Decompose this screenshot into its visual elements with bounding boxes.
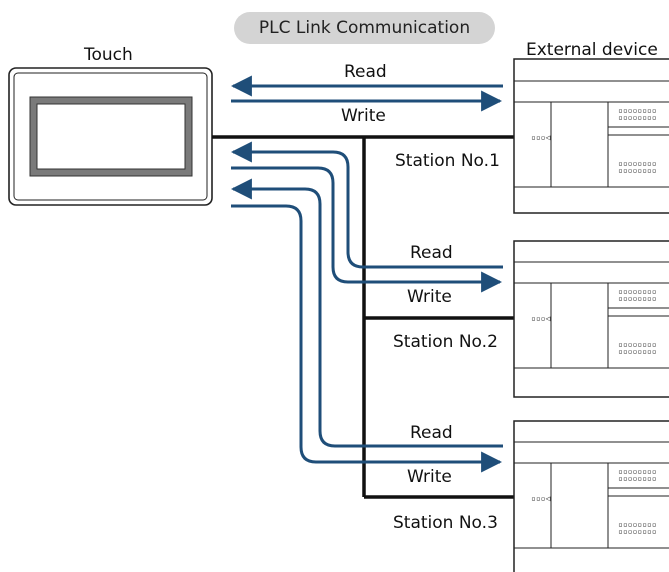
touch-panel (8, 67, 213, 206)
external-device-2: ▫▫▫◁ ▫▫▫▫▫▫▫▫ ▫▫▫▫▫▫▫▫ ▫▫▫▫▫▫▫▫ ▫▫▫▫▫▫▫▫ (513, 240, 669, 398)
svg-text:▫▫▫▫▫▫▫▫: ▫▫▫▫▫▫▫▫ (618, 113, 657, 122)
station-label-2: Station No.2 (393, 332, 498, 352)
write-arrow-3 (231, 204, 503, 473)
station-label-1: Station No.1 (395, 151, 500, 171)
read-label-2: Read (410, 243, 453, 263)
network-bus (212, 135, 515, 499)
svg-text:▫▫▫▫▫▫▫▫: ▫▫▫▫▫▫▫▫ (618, 347, 657, 356)
read-arrow-3 (230, 178, 503, 448)
svg-text:▫▫▫▫▫▫▫▫: ▫▫▫▫▫▫▫▫ (618, 340, 657, 349)
external-device-3: ▫▫▫◁ ▫▫▫▫▫▫▫▫ ▫▫▫▫▫▫▫▫ ▫▫▫▫▫▫▫▫ ▫▫▫▫▫▫▫▫ (513, 420, 669, 572)
diagram-title: PLC Link Communication (258, 18, 471, 38)
external-device-label: External device (526, 40, 658, 60)
svg-text:▫▫▫▫▫▫▫▫: ▫▫▫▫▫▫▫▫ (618, 520, 657, 529)
station-label-3: Station No.3 (393, 513, 498, 533)
svg-text:▫▫▫▫▫▫▫▫: ▫▫▫▫▫▫▫▫ (618, 287, 657, 296)
svg-text:▫▫▫▫▫▫▫▫: ▫▫▫▫▫▫▫▫ (618, 467, 657, 476)
svg-text:▫▫▫▫▫▫▫▫: ▫▫▫▫▫▫▫▫ (618, 294, 657, 303)
write-arrow-2 (231, 166, 503, 293)
svg-text:▫▫▫▫▫▫▫▫: ▫▫▫▫▫▫▫▫ (618, 166, 657, 175)
write-label-1: Write (341, 106, 386, 126)
svg-text:▫▫▫▫▫▫▫▫: ▫▫▫▫▫▫▫▫ (618, 474, 657, 483)
read-arrow-2 (230, 141, 503, 269)
read-label-3: Read (410, 423, 453, 443)
write-label-3: Write (407, 467, 452, 487)
title-pill (234, 12, 495, 44)
svg-text:▫▫▫◁: ▫▫▫◁ (531, 133, 550, 142)
svg-text:▫▫▫▫▫▫▫▫: ▫▫▫▫▫▫▫▫ (618, 159, 657, 168)
svg-text:▫▫▫◁: ▫▫▫◁ (531, 494, 550, 503)
svg-text:▫▫▫▫▫▫▫▫: ▫▫▫▫▫▫▫▫ (618, 106, 657, 115)
write-label-2: Write (407, 287, 452, 307)
read-label-1: Read (344, 62, 387, 82)
touch-label: Touch (84, 45, 133, 65)
svg-text:▫▫▫◁: ▫▫▫◁ (531, 314, 550, 323)
external-device-1: ▫▫▫◁ ▫▫▫▫▫▫▫▫ ▫▫▫▫▫▫▫▫ ▫▫▫▫▫▫▫▫ ▫▫▫▫▫▫▫▫ (513, 58, 669, 214)
svg-text:▫▫▫▫▫▫▫▫: ▫▫▫▫▫▫▫▫ (618, 527, 657, 536)
